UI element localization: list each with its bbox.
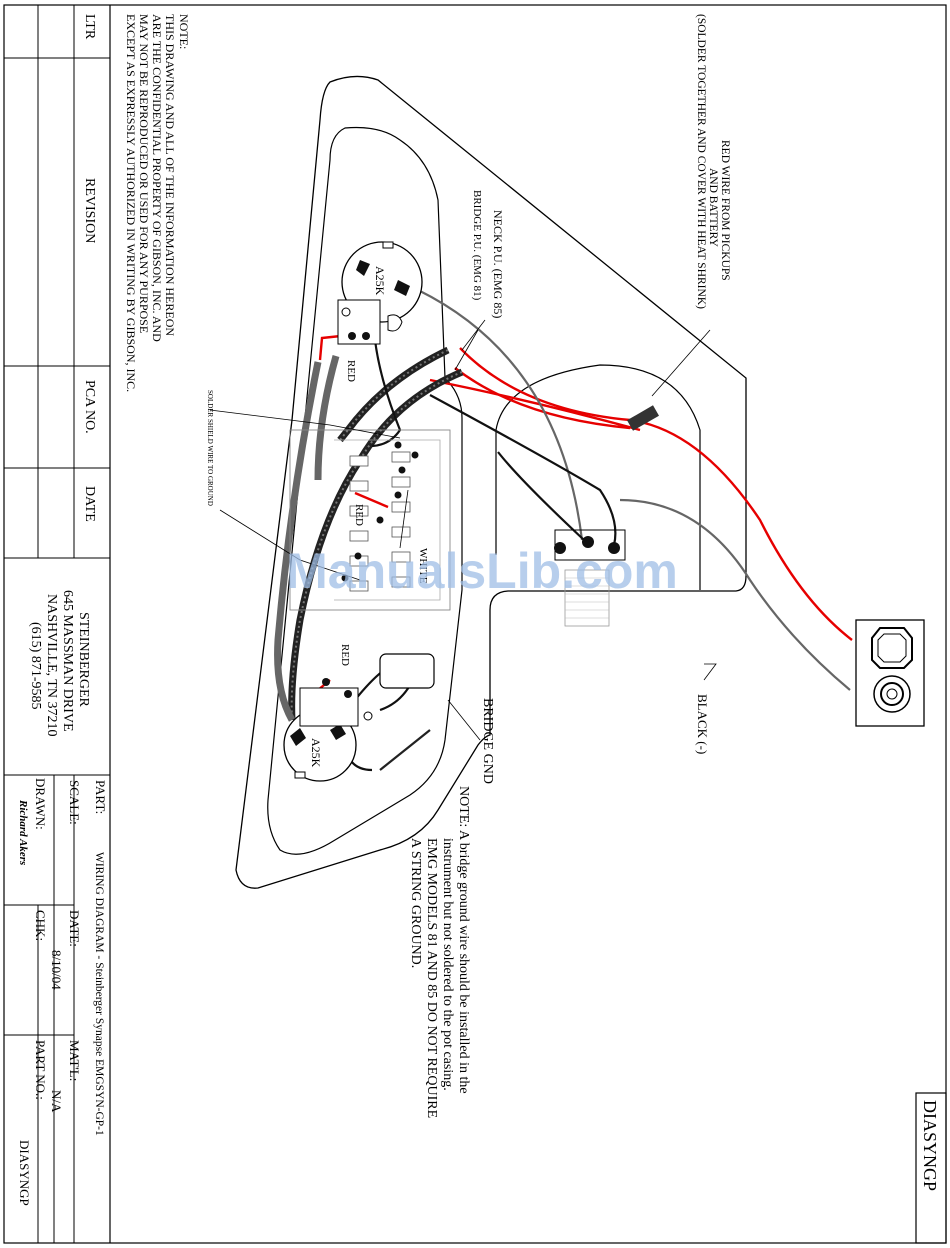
bridge-pickup-label: BRIDGE P.U. (EMG 81) <box>471 190 483 301</box>
rev-revision-header: REVISION <box>82 178 97 243</box>
red-wire-note-line-0: RED WIRE FROM PICKUPS <box>719 140 731 281</box>
company-address2: NASHVILLE, TN 37210 <box>44 594 59 736</box>
leader-lines <box>209 319 717 741</box>
pot-bottom-label: A25K <box>309 738 323 768</box>
part-no-label: PART NO.: <box>33 1040 48 1100</box>
part-no-value: DIASYNGP <box>17 1140 32 1206</box>
outer-border <box>3 4 947 1244</box>
title-block: PART: WIRING DIAGRAM - Steinberger Synap… <box>4 775 108 1243</box>
battery <box>379 653 435 689</box>
red-wire-note-line-1: AND BATTERY <box>707 168 719 248</box>
confidential-note-line-2: ARE THE CONFIDENTIAL PROPERTY OF GIBSON,… <box>150 14 164 342</box>
white-label: WHITE <box>417 548 429 584</box>
drawn-signature: Richard Akers <box>17 799 29 865</box>
red-label-2: RED <box>353 504 365 526</box>
part-label: PART: <box>93 780 108 814</box>
red-label-3: RED <box>339 644 351 666</box>
drawn-label: DRAWN: <box>33 778 48 830</box>
red-wire-note-line-2: (SOLDER TOGETHER AND COVER WITH HEAT SHR… <box>695 14 707 309</box>
bridge-note-line-3: A STRING GROUND. <box>408 838 423 968</box>
part-value: WIRING DIAGRAM - Steinberger Synapse EMG… <box>93 852 105 1136</box>
confidential-note: NOTE: THIS DRAWING AND ALL OF THE INFORM… <box>124 14 191 392</box>
date-value: 8/10/04 <box>49 950 64 990</box>
confidential-note-line-4: EXCEPT AS EXPRESSLY AUTHORIZED IN WRITIN… <box>124 14 138 392</box>
battery-cavity-outline <box>495 364 701 590</box>
red-label-1: RED <box>345 360 357 382</box>
neck-pickup-label: NECK P.U. (EMG 85) <box>491 210 505 318</box>
bridge-note-line-2: EMG MODELS 81 AND 85 DO NOT REQUIRE <box>424 838 439 1118</box>
date-label: DATE: <box>67 910 82 947</box>
guitar-body-outline <box>235 75 747 889</box>
confidential-note-line-1: THIS DRAWING AND ALL OF THE INFORMATION … <box>163 14 177 336</box>
rev-pca-header: PCA NO. <box>82 380 97 434</box>
rev-ltr-header: LTR <box>82 14 97 40</box>
bridge-note-line-1: instrument but not soldered to the pot c… <box>440 838 455 1091</box>
chk-label: CHK: <box>33 910 48 941</box>
selector-switch <box>289 429 451 611</box>
pot-top-label: A25K <box>373 266 387 296</box>
bridge-gnd-label: BRIDGE GND <box>480 698 495 784</box>
control-cavity-outline <box>267 126 463 855</box>
pot-bottom: A25K <box>283 678 373 782</box>
solder-shield-label: SOLDER SHIELD WIRE TO GROUND <box>206 390 214 506</box>
output-jack <box>554 529 626 627</box>
company-block: STEINBERGER 645 MASSMAN DRIVE NASHVILLE,… <box>4 590 110 776</box>
revision-table: LTR REVISION PCA NO. DATE <box>4 5 110 559</box>
company-name: STEINBERGER <box>76 612 91 708</box>
bridge-ground-note: NOTE: A bridge ground wire should be ins… <box>408 786 471 1118</box>
confidential-note-line-0: NOTE: <box>177 14 191 49</box>
matl-label: MAT'L: <box>67 1040 82 1081</box>
red-wires <box>317 333 853 691</box>
battery-connector <box>855 619 925 727</box>
bridge-note-line-0: NOTE: A bridge ground wire should be ins… <box>456 786 471 1094</box>
pot-top: A25K <box>337 241 423 345</box>
watermark: ManualsLib.com <box>286 543 678 599</box>
company-phone: (615) 871-9585 <box>28 622 43 710</box>
company-address1: 645 MASSMAN DRIVE <box>60 590 75 732</box>
drawing-id-box <box>915 1092 947 1244</box>
black-label: BLACK (-) <box>695 694 710 754</box>
matl-value: N/A <box>49 1090 64 1113</box>
rev-date-header: DATE <box>82 486 97 522</box>
confidential-note-line-3: MAY NOT BE REPRODUCED OR USED FOR ANY PU… <box>137 14 151 333</box>
red-wire-note: RED WIRE FROM PICKUPS AND BATTERY (SOLDE… <box>695 14 731 309</box>
scale-label: SCALE: <box>67 780 82 825</box>
heat-shrink <box>627 405 659 431</box>
drawing-id: DIASYNGP <box>920 1100 940 1191</box>
